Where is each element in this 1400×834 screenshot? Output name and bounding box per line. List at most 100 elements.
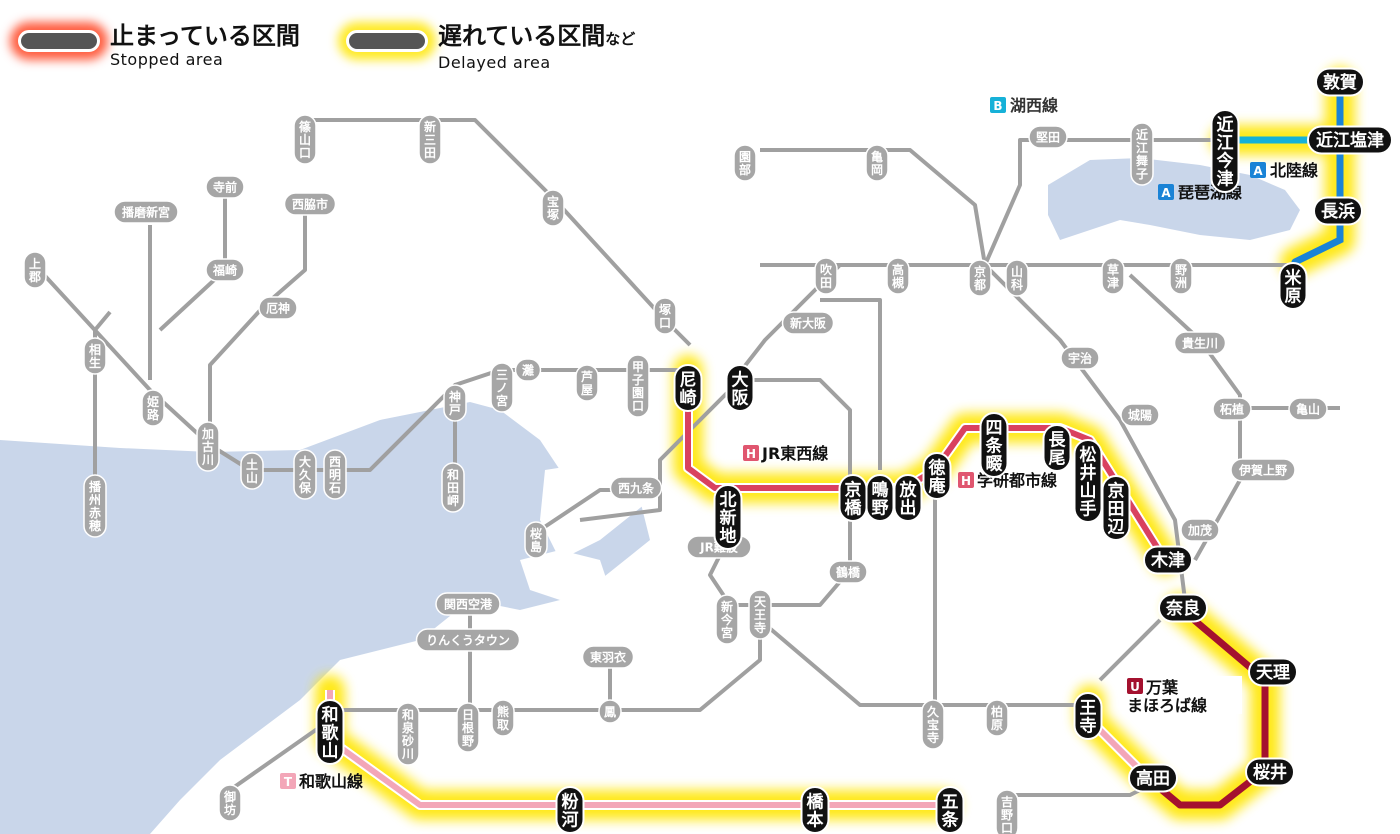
station-minor-36: 貴生川 — [1173, 331, 1227, 355]
station-name: 王寺 — [1080, 698, 1097, 736]
station-major-24: 橋本 — [800, 786, 830, 834]
station-name: 西脇市 — [292, 196, 328, 211]
station-name: 吉野口 — [1001, 794, 1013, 834]
stopped-label-jp: 止まっている区間 — [110, 22, 300, 50]
station-name: 長浜 — [1321, 202, 1355, 222]
station-minor-0: 篠山口 — [293, 114, 317, 165]
kosei-badge: B — [993, 99, 1002, 113]
station-name: 堅田 — [1036, 130, 1060, 144]
station-name: 新今宮 — [720, 599, 734, 640]
hokuriku-name: 北陸線 — [1270, 161, 1318, 180]
station-name: 木津 — [1150, 550, 1185, 571]
stopped-swatch — [18, 30, 100, 52]
line-labels: B 湖西線 A 北陸線 A 琵琶湖線 H JR東西線 H 学研都市線 U 万葉 — [280, 96, 1318, 791]
station-minor-11: 高槻 — [886, 257, 910, 295]
station-major-7: 北新地 — [713, 484, 743, 550]
biwako-badge: A — [1161, 186, 1171, 200]
station-minor-14: 塚口 — [653, 297, 677, 335]
station-name: 野洲 — [1175, 263, 1187, 290]
station-name: 亀岡 — [871, 149, 883, 177]
station-minor-10: 野洲 — [1169, 257, 1193, 295]
station-name: 米原 — [1285, 267, 1303, 306]
kosei-line-label: B 湖西線 — [990, 96, 1058, 115]
station-minor-2: 宝塚 — [541, 189, 565, 227]
station-minor-18: 三ノ宮 — [490, 362, 514, 413]
station-minor-17: 灘 — [514, 358, 542, 382]
station-minor-22: 大久保 — [293, 449, 317, 500]
station-major-12: 四条畷 — [979, 412, 1009, 478]
legend-delayed: 遅れている区間など Delayed area — [346, 22, 635, 73]
station-name: 土山 — [246, 457, 258, 485]
station-name: 姫路 — [147, 394, 160, 422]
station-name: 放出 — [899, 479, 918, 518]
station-minor-40: 加茂 — [1180, 518, 1220, 542]
station-minor-8: 山科 — [1005, 259, 1029, 297]
station-name: 貴生川 — [1182, 335, 1218, 350]
station-name: 大久保 — [298, 454, 312, 495]
station-name: 長尾 — [1049, 430, 1067, 468]
station-minor-27: 播州赤穂 — [83, 474, 107, 538]
station-major-4: 米原 — [1278, 262, 1308, 310]
station-name: 新大阪 — [790, 315, 827, 330]
manyo-name1: 万葉 — [1145, 678, 1179, 697]
station-name: 天王寺 — [754, 595, 767, 635]
wakayama-badge: T — [284, 775, 293, 789]
station-minor-24: 加古川 — [196, 421, 220, 472]
station-minor-1: 新三田 — [418, 114, 442, 165]
wakayama-line — [325, 690, 1154, 810]
station-name: 粉河 — [562, 791, 579, 830]
station-name: 京都 — [973, 264, 986, 292]
station-minor-13: 新大阪 — [781, 311, 835, 335]
station-name: 加古川 — [201, 426, 214, 467]
station-name: 鳳 — [604, 704, 616, 719]
station-name: 三ノ宮 — [496, 368, 508, 408]
station-minor-26: 相生 — [83, 337, 107, 375]
manyo-badge: U — [1130, 680, 1140, 694]
station-minor-28: 上郡 — [23, 251, 47, 289]
station-major-1: 敦賀 — [1315, 67, 1365, 97]
station-name: 和田岬 — [446, 467, 459, 508]
delayed-label-suffix: など — [605, 30, 636, 48]
station-name: 西明石 — [328, 455, 341, 495]
station-name: 高田 — [1136, 768, 1170, 789]
station-name: 京橋 — [845, 479, 863, 518]
station-minor-7: 京都 — [968, 259, 992, 297]
station-minor-53: 和泉砂川 — [396, 702, 420, 766]
station-name: 城陽 — [1128, 407, 1152, 422]
station-name: 五条 — [941, 792, 960, 830]
station-minor-39: 伊賀上野 — [1230, 458, 1296, 482]
station-name: 上郡 — [28, 256, 41, 284]
station-name: 熊取 — [497, 704, 509, 732]
delayed-label-en: Delayed area — [438, 53, 551, 72]
station-name: 日根野 — [462, 708, 474, 748]
station-name: 寺前 — [213, 179, 237, 194]
station-name: 橋本 — [807, 791, 825, 830]
station-name: 宇治 — [1068, 350, 1092, 365]
station-name: 山科 — [1011, 264, 1023, 292]
station-minor-47: 関西空港 — [435, 592, 501, 616]
station-major-15: 京田辺 — [1101, 475, 1131, 541]
station-name: 灘 — [522, 362, 534, 377]
station-name: 柘植 — [1219, 401, 1244, 416]
station-minor-23: 土山 — [240, 452, 264, 490]
station-major-21: 桜井 — [1245, 757, 1295, 787]
station-minor-33: 厄神 — [258, 296, 298, 320]
tozai-name: JR東西線 — [761, 444, 828, 463]
station-minor-55: 柏原 — [985, 699, 1009, 737]
station-minor-41: 西九条 — [609, 476, 663, 500]
station-major-19: 王寺 — [1073, 692, 1103, 740]
station-major-10: 放出 — [893, 474, 923, 522]
station-major-11: 徳庵 — [922, 452, 952, 500]
station-major-20: 高田 — [1128, 763, 1178, 793]
wakayama-name: 和歌山線 — [299, 772, 363, 791]
station-name: 四条畷 — [985, 418, 1004, 474]
gakken-badge: H — [961, 474, 971, 488]
station-name: 東羽衣 — [590, 649, 626, 664]
station-minor-9: 草津 — [1101, 257, 1125, 295]
station-minor-12: 吹田 — [814, 257, 838, 295]
station-name: 亀山 — [1296, 401, 1320, 416]
station-name: 和歌山 — [322, 705, 340, 761]
station-minor-56: 吉野口 — [995, 789, 1019, 834]
stopped-label-en: Stopped area — [110, 50, 224, 69]
station-minor-6: 近江舞子 — [1130, 122, 1154, 186]
